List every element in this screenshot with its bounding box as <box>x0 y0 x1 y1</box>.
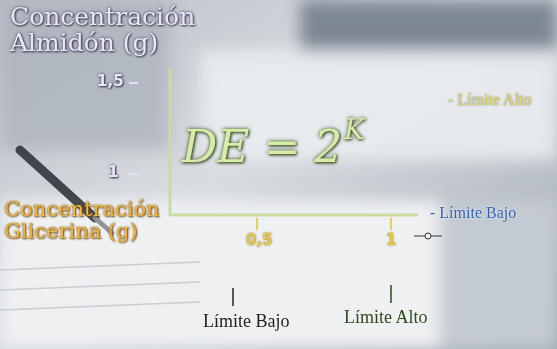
tick-value: 1,5 <box>97 74 124 90</box>
tick-value: 1 <box>108 165 118 181</box>
slider-symbol <box>414 233 442 239</box>
formula: DE = 2 <box>182 124 342 170</box>
tick <box>390 285 392 303</box>
limit-label: - Límite Bajo <box>430 205 516 222</box>
x-axis <box>170 214 418 217</box>
axis-title: Concentración Glicerina (g) <box>4 198 164 242</box>
limit-label: Límite Bajo <box>203 312 289 331</box>
tick-value: 0,5 <box>246 233 273 249</box>
tick-value: 1 <box>386 233 396 249</box>
paper-lines <box>0 262 200 310</box>
tick <box>256 218 258 230</box>
formula-exponent: K <box>344 116 364 144</box>
tick <box>232 288 234 306</box>
tick <box>129 82 138 84</box>
tick <box>129 173 138 175</box>
y-axis <box>169 68 172 216</box>
limit-label: - Límite Alto <box>448 92 532 109</box>
axis-title: Concentración Almidón (g) <box>10 4 250 57</box>
tick <box>390 218 392 230</box>
limit-label: Límite Alto <box>344 308 428 327</box>
